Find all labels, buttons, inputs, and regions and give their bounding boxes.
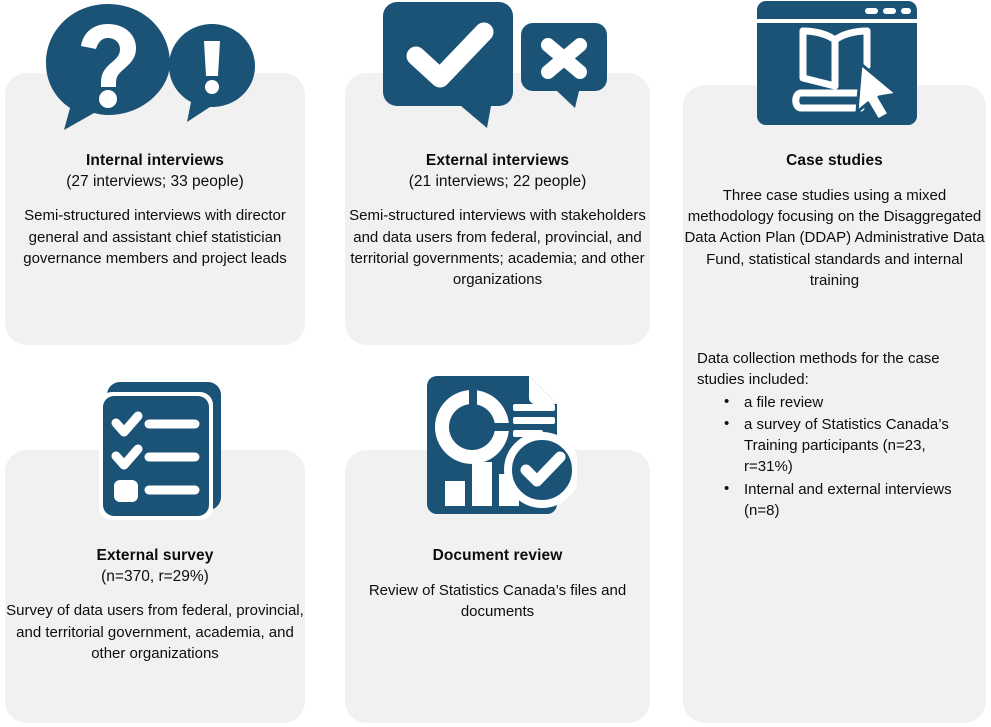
card-title: External interviews xyxy=(425,152,570,169)
case-studies-methods: Data collection methods for the case stu… xyxy=(697,348,977,522)
checklist-documents-icon xyxy=(85,378,225,524)
card-body: Review of Statistics Canada’s files and … xyxy=(368,581,627,620)
text-external-survey: External survey (n=370, r=29%) Survey of… xyxy=(5,546,305,664)
card-body: Three case studies using a mixed methodo… xyxy=(684,186,985,289)
card-external-interviews xyxy=(345,73,650,345)
card-body: Survey of data users from federal, provi… xyxy=(6,602,304,662)
spacer xyxy=(345,567,650,580)
list-item: Internal and external interviews (n=8) xyxy=(724,478,977,522)
card-body: Semi-structured interviews with stakehol… xyxy=(349,207,646,289)
card-subtitle: (21 interviews; 22 people) xyxy=(408,172,587,190)
card-subtitle: (n=370, r=29%) xyxy=(101,567,209,585)
spacer xyxy=(5,587,305,600)
question-exclamation-speech-bubbles-icon xyxy=(42,2,258,132)
text-case-studies: Case studies Three case studies using a … xyxy=(683,151,986,291)
list-item: a file review xyxy=(724,391,977,413)
browser-book-cursor-icon xyxy=(757,0,917,126)
spacer xyxy=(345,192,650,205)
check-cross-speech-bubbles-icon xyxy=(383,0,609,128)
methods-lead: Data collection methods for the case stu… xyxy=(697,350,940,389)
spacer xyxy=(683,172,986,185)
text-document-review: Document review Review of Statistics Can… xyxy=(345,546,650,622)
card-subtitle: (27 interviews; 33 people) xyxy=(66,172,244,190)
methods-bullet-list: a file review a survey of Statistics Can… xyxy=(697,391,977,522)
card-title: Case studies xyxy=(786,152,883,169)
spacer xyxy=(5,192,305,205)
card-internal-interviews xyxy=(5,73,305,345)
document-chart-check-icon xyxy=(425,374,580,522)
list-item: a survey of Statistics Canada’s Training… xyxy=(724,413,977,478)
card-title: Document review xyxy=(432,547,563,564)
card-title: Internal interviews xyxy=(85,152,224,169)
card-body: Semi-structured interviews with director… xyxy=(23,207,287,267)
card-title: External survey xyxy=(96,547,214,564)
text-internal-interviews: Internal interviews (27 interviews; 33 p… xyxy=(5,151,305,269)
text-external-interviews: External interviews (21 interviews; 22 p… xyxy=(345,151,650,290)
